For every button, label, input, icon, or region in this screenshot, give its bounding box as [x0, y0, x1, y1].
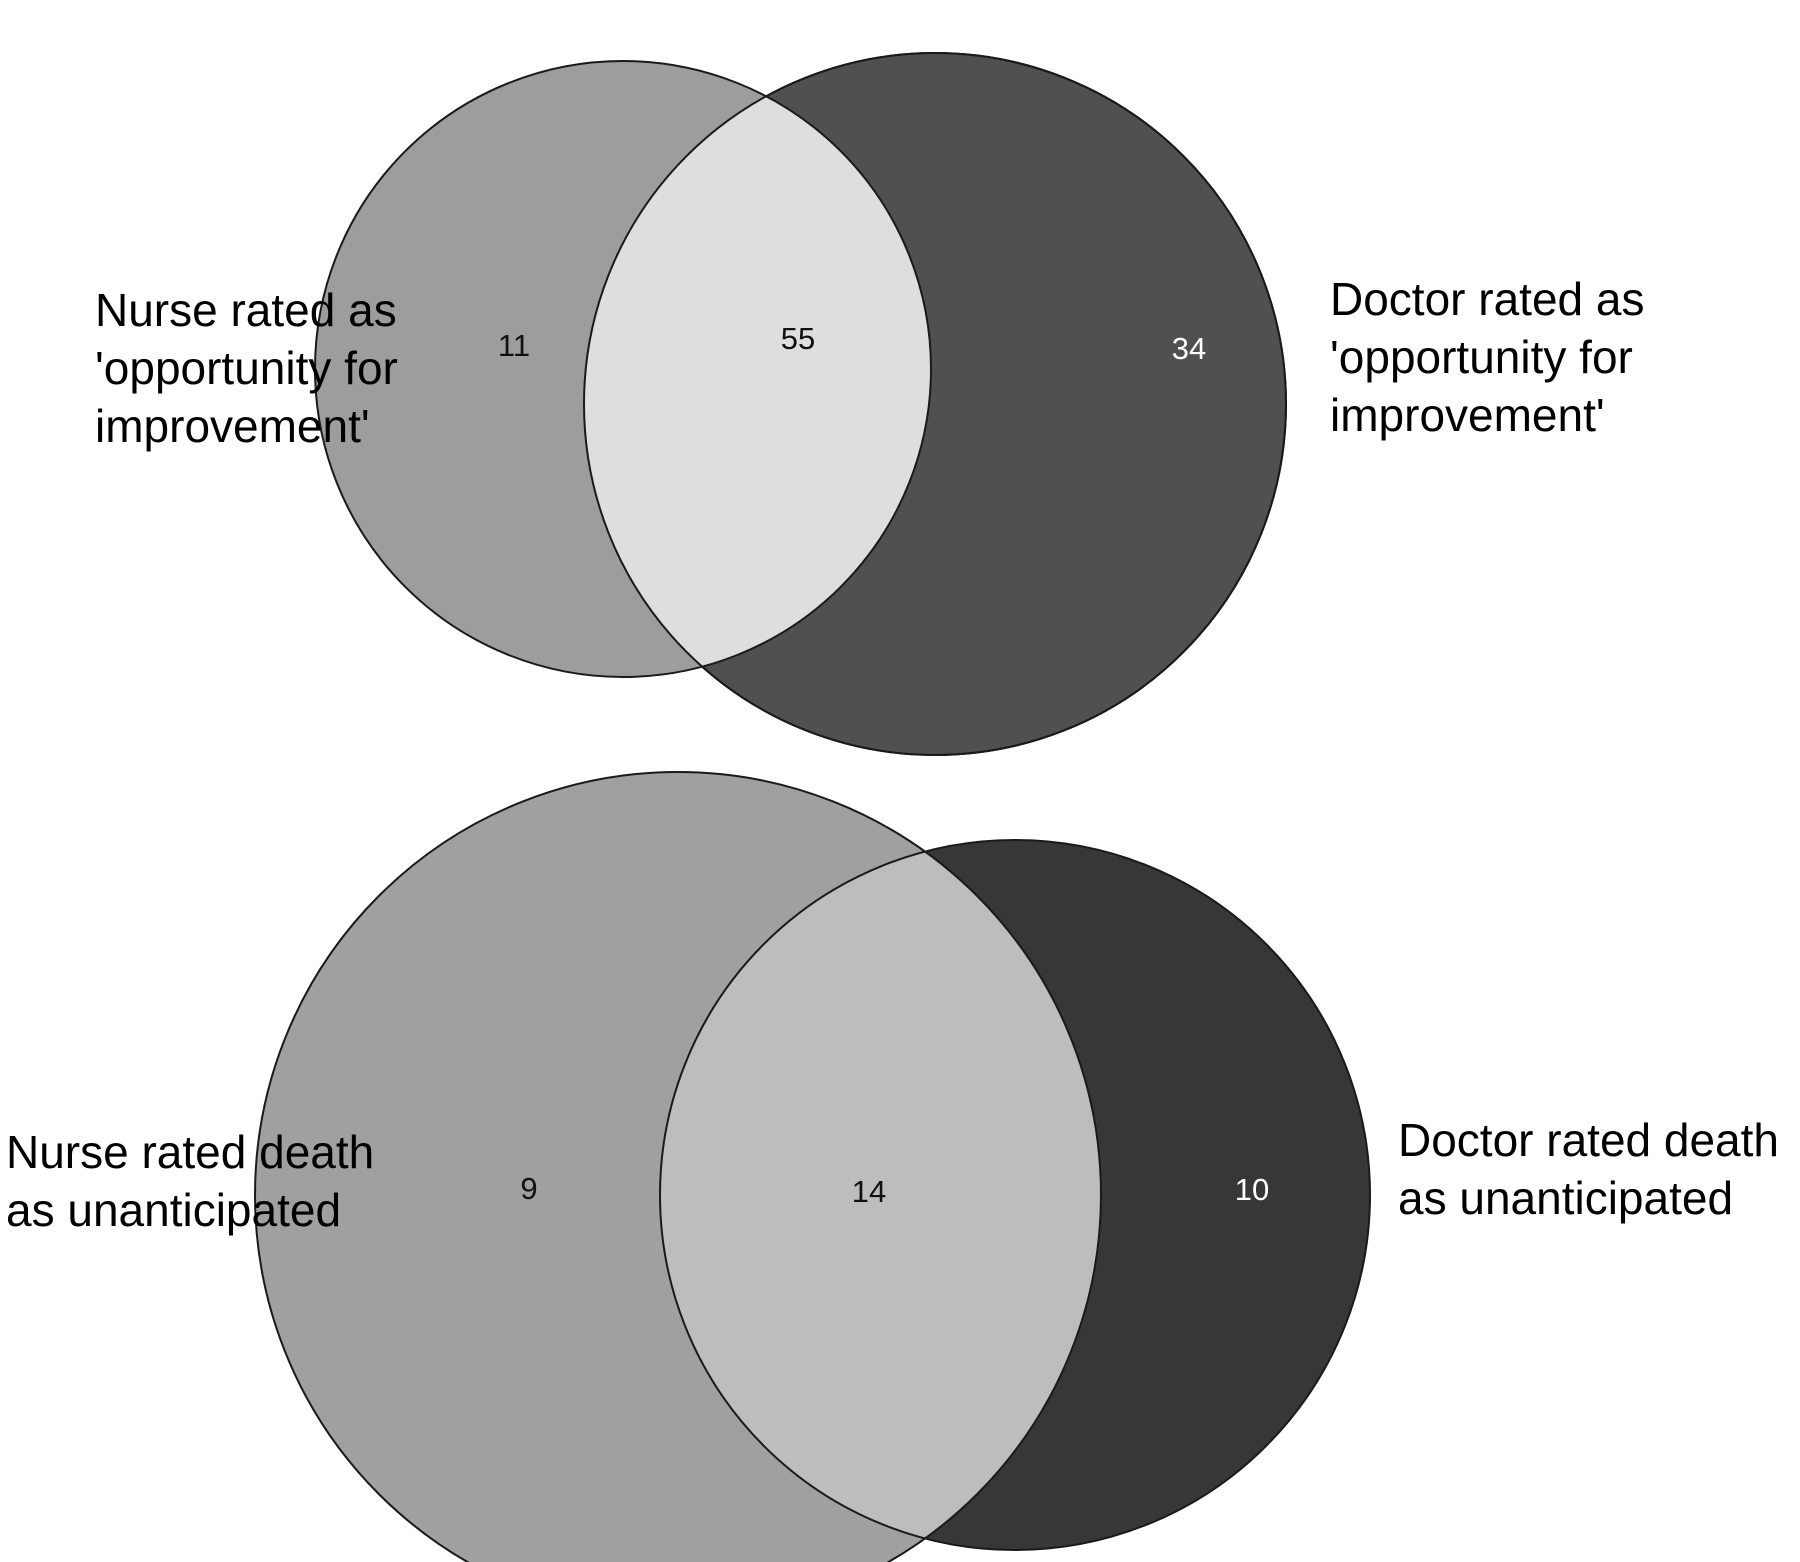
nurse-opportunity-outline [314, 60, 932, 678]
doctor-only-opportunity-count: 34 [1172, 331, 1206, 366]
doctor-only-unanticipated-count: 10 [1235, 1172, 1269, 1207]
nurse-only-opportunity-count: 11 [498, 328, 530, 363]
venn-unanticipated: 9 14 10 [254, 771, 1371, 1562]
label-line: Nurse rated death [6, 1126, 375, 1178]
doctor-unanticipated-outline [659, 839, 1371, 1551]
opportunity-overlap-region [584, 61, 931, 677]
label-line: Doctor rated as [1330, 273, 1645, 325]
nurse-unanticipated-outline [254, 771, 1102, 1562]
label-line: Nurse rated as [95, 284, 397, 336]
nurse-only-unanticipated-count: 9 [520, 1171, 537, 1206]
label-line: improvement' [1330, 389, 1605, 441]
label-line: improvement' [95, 400, 370, 452]
label-line: 'opportunity for [95, 342, 398, 394]
unanticipated-overlap-region [660, 840, 1101, 1550]
nurse-opportunity-label: Nurse rated as 'opportunity for improvem… [95, 281, 398, 455]
label-line: as unanticipated [6, 1184, 342, 1236]
doctor-opportunity-outline [583, 52, 1287, 756]
label-line: 'opportunity for [1330, 331, 1633, 383]
doctor-opportunity-label: Doctor rated as 'opportunity for improve… [1330, 270, 1644, 444]
label-line: as unanticipated [1398, 1172, 1734, 1224]
label-line: Doctor rated death [1398, 1114, 1780, 1166]
venn-opportunity: 11 55 34 [314, 52, 1287, 756]
both-opportunity-count: 55 [781, 321, 815, 356]
nurse-unanticipated-label: Nurse rated death as unanticipated [6, 1123, 374, 1239]
doctor-unanticipated-label: Doctor rated death as unanticipated [1398, 1111, 1779, 1227]
both-unanticipated-count: 14 [852, 1174, 886, 1209]
